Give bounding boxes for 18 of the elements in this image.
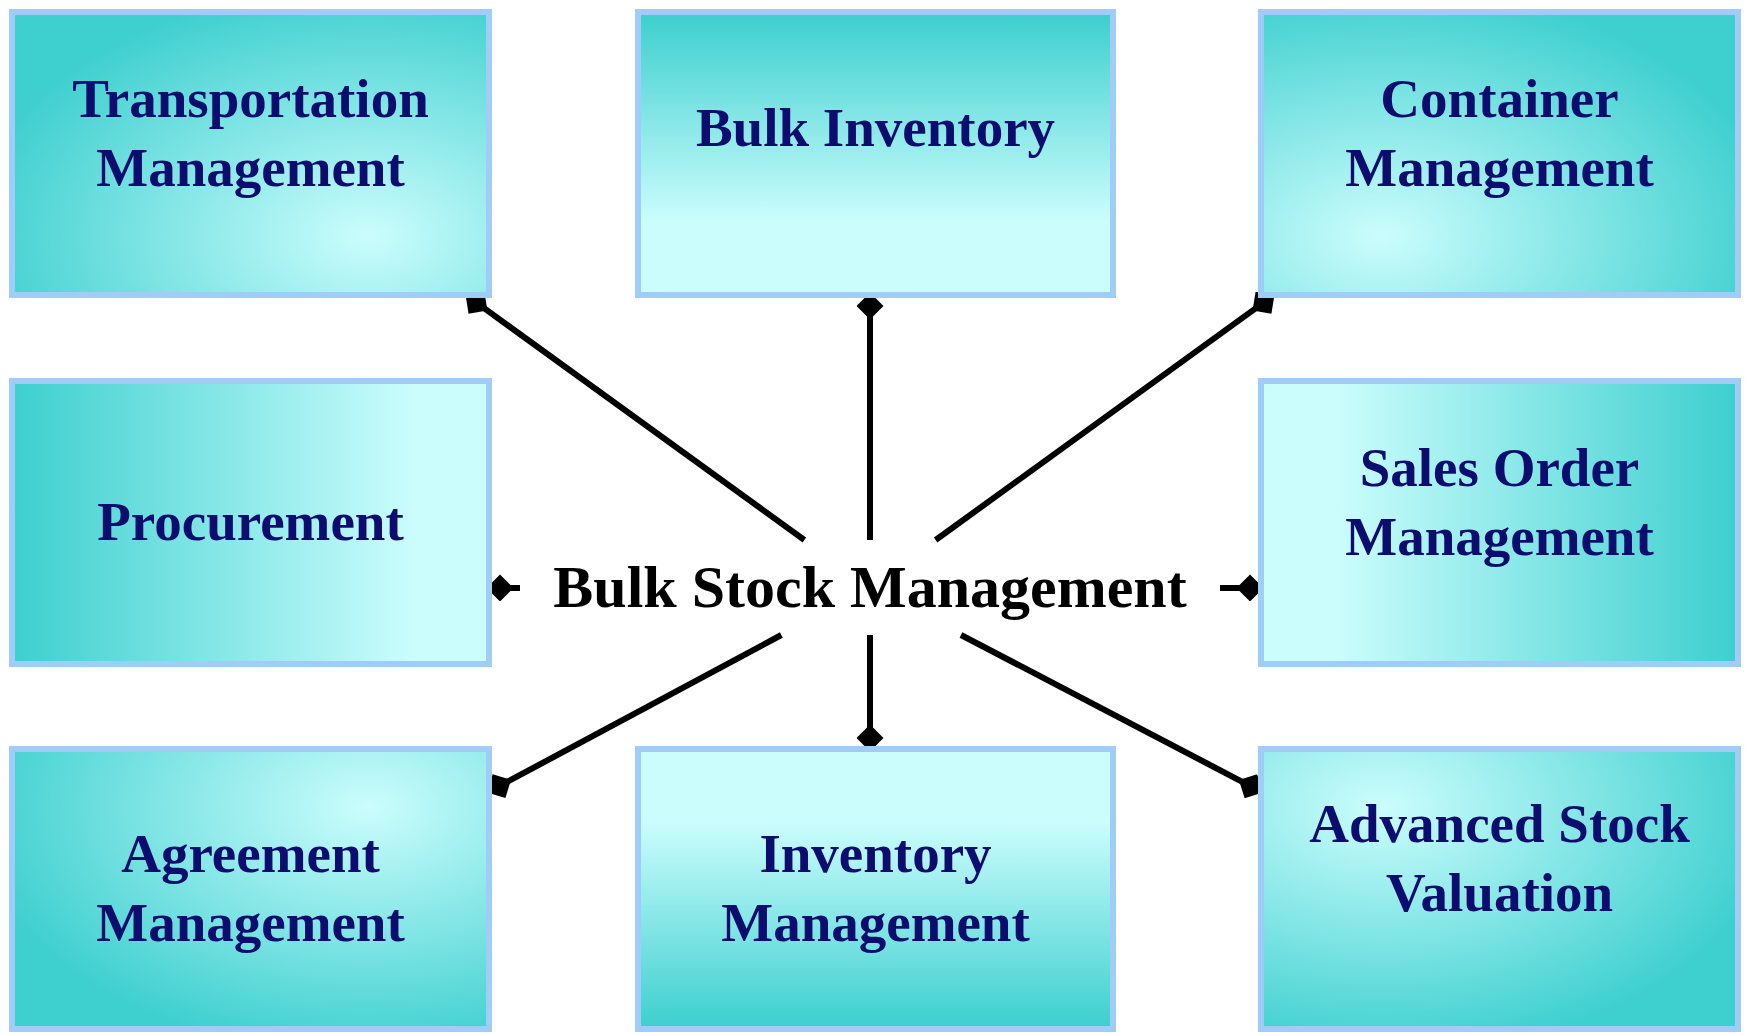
module-label: Sales Order Management bbox=[1344, 435, 1655, 569]
module-label: Inventory Management bbox=[720, 822, 1031, 955]
module-box bbox=[1258, 9, 1741, 298]
module-box bbox=[9, 746, 492, 1032]
module-label: Bulk Inventory bbox=[695, 96, 1056, 161]
module-box bbox=[1258, 378, 1741, 667]
module-label: Transportation Management bbox=[71, 66, 430, 200]
module-label: Container Management bbox=[1344, 66, 1655, 200]
module-label: Agreement Management bbox=[95, 822, 406, 955]
module-box bbox=[635, 9, 1116, 298]
module-box bbox=[635, 746, 1116, 1032]
module-box bbox=[9, 378, 492, 667]
hub-label: Bulk Stock Management bbox=[553, 553, 1187, 622]
module-box bbox=[1258, 746, 1741, 1032]
connector-line bbox=[933, 291, 1275, 543]
module-label: Procurement bbox=[97, 490, 404, 555]
module-box bbox=[9, 9, 492, 298]
module-label: Advanced Stock Valuation bbox=[1308, 792, 1691, 925]
